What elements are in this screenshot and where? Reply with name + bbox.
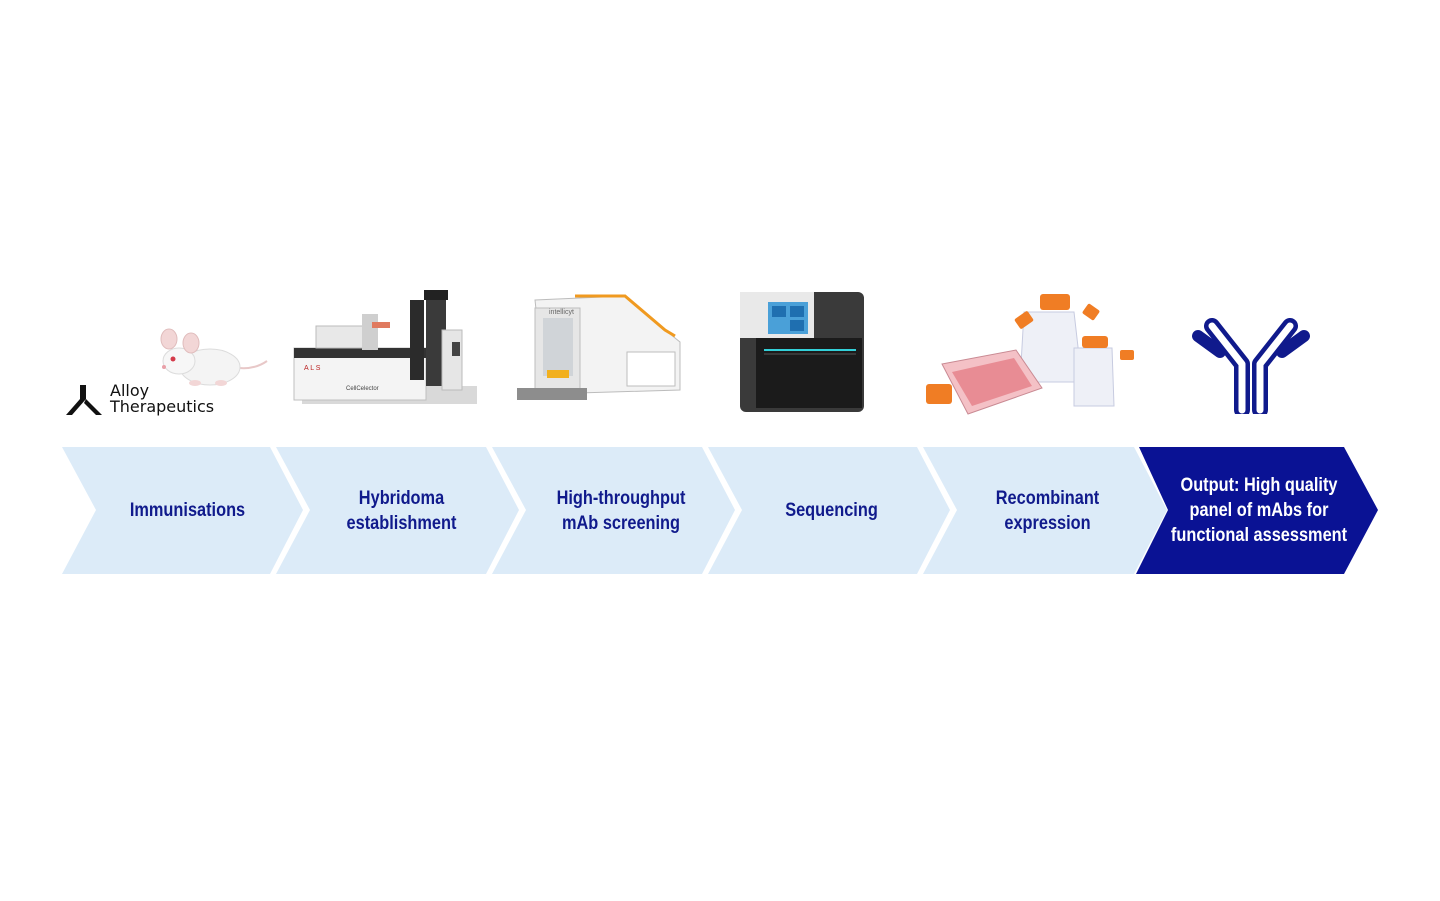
- alloy-therapeutics-logo: Alloy Therapeutics: [66, 383, 236, 423]
- mouse-icon: [160, 328, 268, 386]
- cell-picker-instrument-icon: A L S CellCelector: [293, 290, 477, 404]
- logo-line-1: Alloy: [110, 381, 150, 400]
- sequencer-icon: [740, 292, 864, 412]
- step-chevron-2: [276, 447, 519, 574]
- step-label-hybridoma: Hybridoma establishment: [346, 487, 457, 534]
- alloy-logo-mark-icon: [66, 385, 102, 415]
- culture-flasks-icon: [926, 294, 1134, 415]
- svg-text:intellicyt: intellicyt: [549, 309, 574, 316]
- svg-text:CellCelector: CellCelector: [346, 386, 379, 392]
- step-chevron-3: [492, 447, 735, 574]
- step-chevron-5: [923, 447, 1167, 574]
- flow-cytometer-icon: intellicyt: [517, 294, 681, 400]
- step-chevron-6: [1136, 447, 1378, 574]
- antibody-icon: [1192, 318, 1310, 414]
- step-label-recombinant: Recombinant expression: [995, 487, 1100, 534]
- step-label-sequencing: Sequencing: [785, 500, 878, 521]
- step-label-immunisations: Immunisations: [129, 500, 246, 521]
- step-label-output: Output: High quality panel of mAbs for f…: [1170, 475, 1348, 546]
- step-chevron-4: [708, 447, 950, 574]
- logo-line-2: Therapeutics: [110, 397, 215, 416]
- step-chevron-1: [62, 447, 303, 574]
- svg-text:A L S: A L S: [304, 365, 321, 372]
- step-label-screening: High-throughput mAb screening: [556, 487, 686, 534]
